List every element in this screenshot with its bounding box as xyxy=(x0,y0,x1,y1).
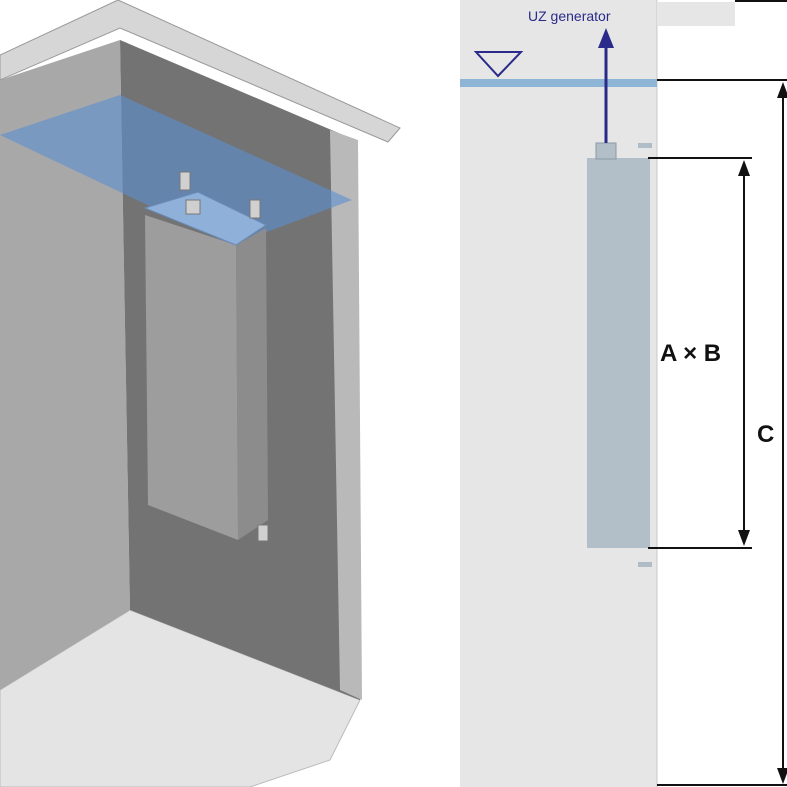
arrow-head xyxy=(598,28,614,48)
water-level-triangle-icon xyxy=(473,51,524,78)
tank-rim-flange xyxy=(0,0,401,143)
dim-arrow xyxy=(777,82,787,98)
mount-bolt xyxy=(638,143,652,148)
module-connector xyxy=(185,199,201,215)
module-top xyxy=(143,191,268,246)
mount-bolt xyxy=(638,562,652,567)
module-connector xyxy=(595,142,617,160)
module-front xyxy=(145,215,238,540)
module-dimension-label: A × B xyxy=(660,340,722,367)
water-surface xyxy=(0,95,352,245)
depth-dimension-label: C xyxy=(757,421,775,448)
mount-bracket xyxy=(249,199,261,219)
module-section xyxy=(587,158,650,548)
dim-arrow xyxy=(738,530,750,546)
isometric-tank xyxy=(0,0,401,787)
mount-bracket xyxy=(257,524,269,542)
tank-left-wall xyxy=(0,40,130,690)
rim-section xyxy=(657,2,735,26)
generator-label: UZ generator xyxy=(528,8,611,24)
dim-arrow xyxy=(777,768,787,784)
dim-arrow xyxy=(738,160,750,176)
section-view xyxy=(460,0,787,787)
water-level-line xyxy=(460,79,657,87)
tank-right-wall-edge xyxy=(330,130,362,700)
mount-bracket xyxy=(179,171,191,191)
module-side xyxy=(236,228,268,540)
